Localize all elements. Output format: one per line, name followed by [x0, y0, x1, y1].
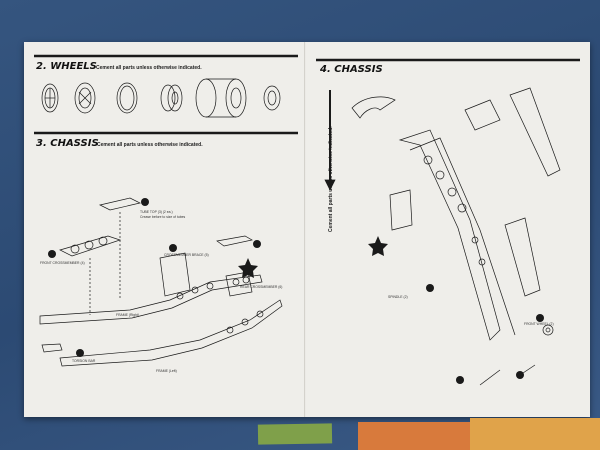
wheel-2-drawing [74, 82, 96, 114]
star-callout-right [368, 236, 388, 256]
yellow-box-edge [470, 418, 600, 450]
plate-drawing [389, 189, 413, 231]
wheel-6-drawing [263, 85, 281, 111]
tube-top-drawing [98, 197, 142, 211]
right-frame-drawing [398, 129, 501, 341]
rear-upper-part-drawing [509, 87, 561, 177]
label-brace: CROSSMEMBER BRACE (5) [164, 253, 209, 257]
chassis-left-cement-note: Cement all parts unless otherwise indica… [97, 142, 203, 148]
brace-drawing [159, 252, 191, 297]
label-frame-left: FRAME (Left) [156, 369, 177, 373]
rear-tire-drawing [195, 78, 247, 118]
label-rear-cross: REAR CROSSMEMBER (6) [240, 285, 283, 289]
star-callout-left [238, 258, 258, 278]
frame-left-drawing [59, 299, 283, 367]
label-tube-note: Crease before to size of tubes [140, 215, 186, 219]
wheel-4-drawing [160, 84, 183, 112]
section-wheels-title: 2. WHEELS [36, 61, 97, 72]
section-chassis-right-title: 4. CHASSIS [320, 64, 383, 75]
frame-right-drawing [39, 274, 263, 325]
wheel-hub-drawing [542, 324, 554, 336]
label-frame-right: FRAME (Right) [116, 313, 139, 317]
label-spindle: SPINDLE (2) [388, 295, 408, 299]
wheels-cement-note: Cement all parts unless otherwise indica… [96, 65, 202, 71]
label-tube: TUBE TOP (3) (2 ea.) [140, 210, 173, 214]
torsion-bar-drawing [41, 343, 63, 353]
spring-bracket-drawing [464, 99, 501, 131]
wheel-3-drawing [116, 82, 138, 114]
front-lower-part-drawing [504, 217, 541, 297]
front-crossmember-drawing [59, 235, 122, 257]
center-fold [304, 42, 306, 417]
instruction-sheet [24, 42, 590, 417]
label-torsion: TORSION BAR [72, 359, 96, 363]
label-front-wheel: FRONT WHEEL (2) [524, 322, 554, 326]
steering-arm-drawing [351, 96, 396, 119]
section-chassis-left-title: 3. CHASSIS [36, 138, 99, 149]
wheel-1-drawing [41, 83, 59, 113]
label-front-cross: FRONT CROSSMEMBER (4) [40, 261, 85, 265]
